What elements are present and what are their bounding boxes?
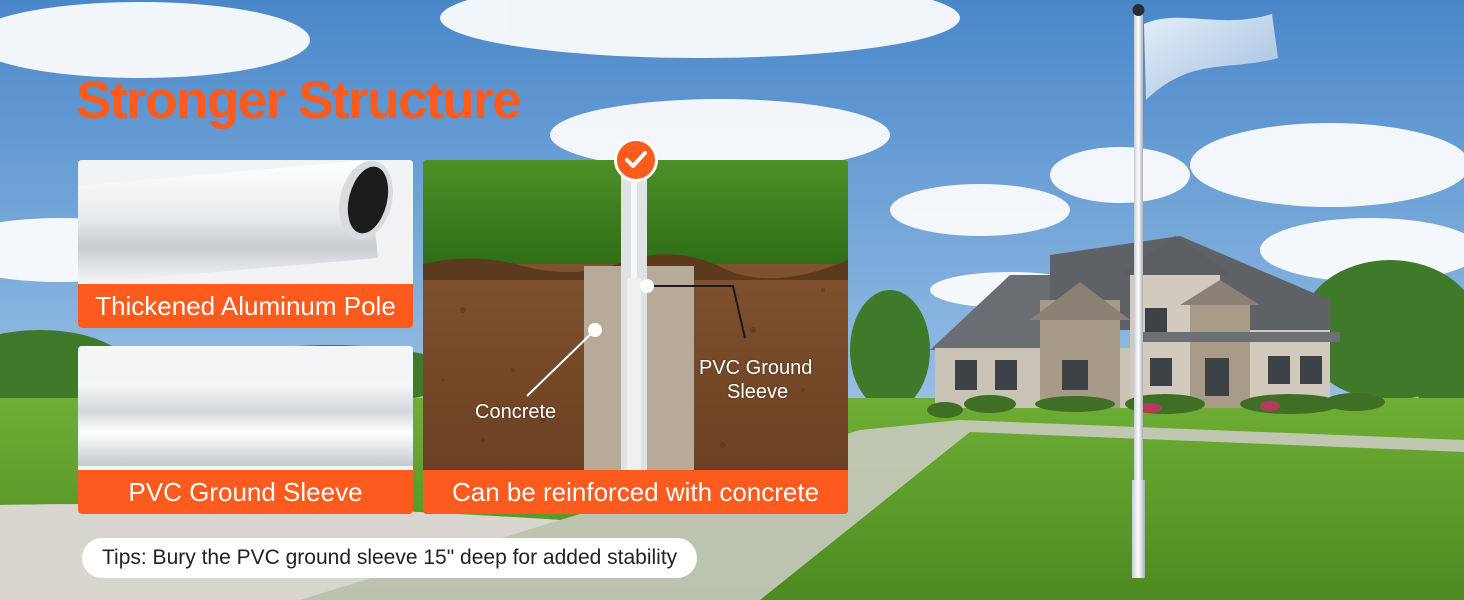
house: [930, 236, 1340, 408]
pvc-sleeve-label: PVC Ground Sleeve: [78, 470, 413, 514]
pvc-sleeve-text: Sleeve: [727, 381, 789, 403]
flagpole: [1132, 4, 1278, 578]
pvc-tube-image: [78, 346, 413, 470]
pvc-ground-label: PVC Ground: [699, 357, 813, 379]
checkmark-icon: [614, 138, 658, 182]
aluminum-pole-card: Thickened Aluminum Pole: [78, 160, 413, 328]
concrete-reinforce-label: Can be reinforced with concrete: [423, 470, 848, 514]
tips-banner: Tips: Bury the PVC ground sleeve 15" dee…: [82, 538, 698, 578]
page-title: Stronger Structure: [76, 71, 522, 130]
concrete-label: Concrete: [475, 401, 557, 423]
soil-cross-section: [423, 160, 848, 470]
aluminum-tube-image: [78, 160, 413, 284]
aluminum-pole-label: Thickened Aluminum Pole: [78, 284, 413, 328]
concrete-diagram-card: Concrete PVC Ground Sleeve Can be reinfo…: [423, 160, 848, 514]
pvc-sleeve-card: PVC Ground Sleeve: [78, 346, 413, 514]
